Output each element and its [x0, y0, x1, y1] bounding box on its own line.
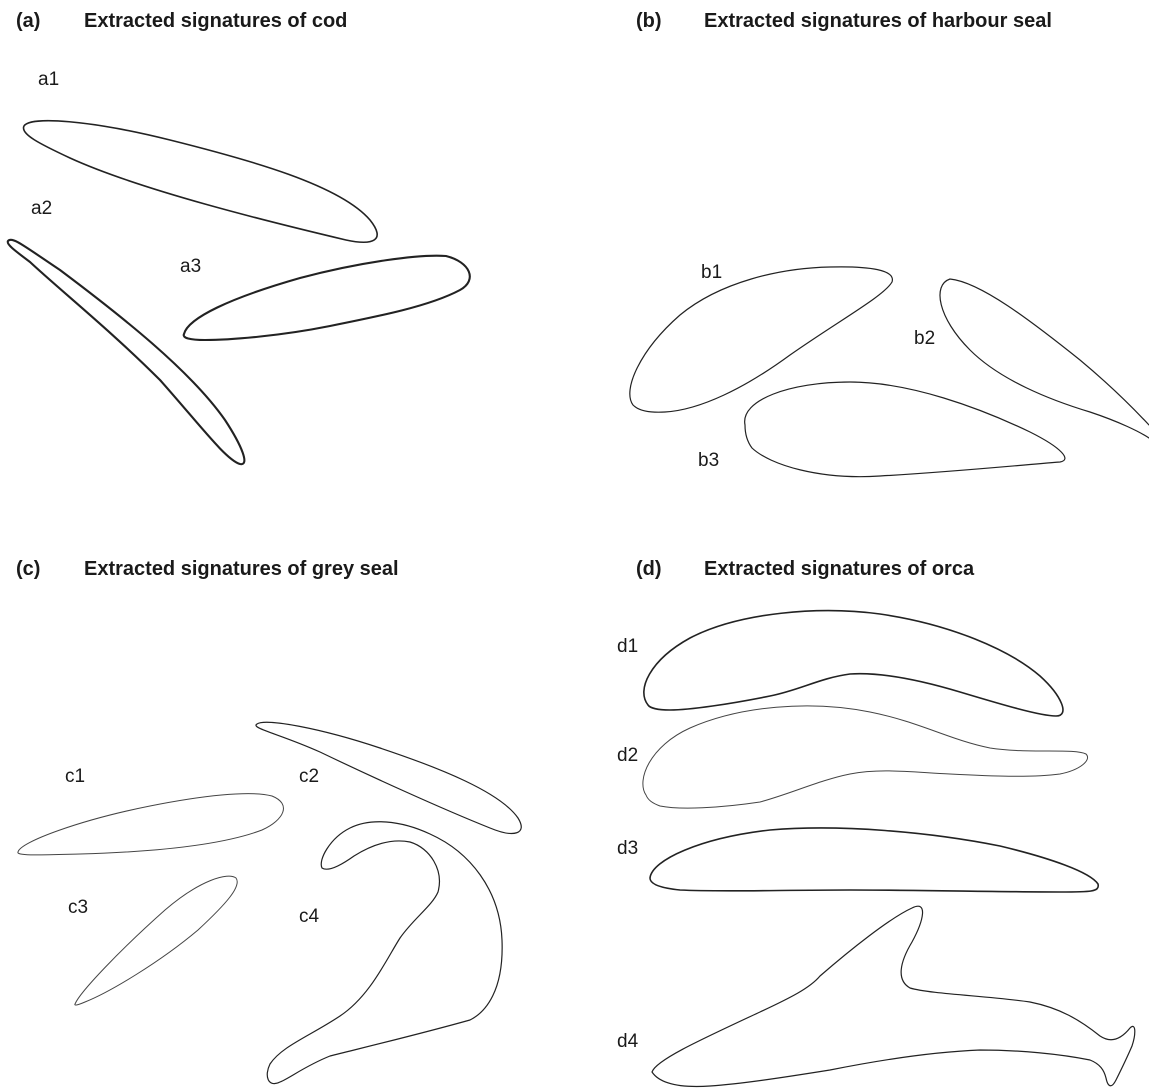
outline-b2 — [939, 278, 1149, 439]
outline-d2 — [642, 705, 1088, 809]
outline-d1 — [643, 609, 1064, 717]
label-c2: c2 — [299, 766, 320, 787]
label-d2: d2 — [617, 745, 639, 766]
label-d3: d3 — [617, 838, 639, 859]
label-b2: b2 — [914, 328, 936, 349]
outline-d3 — [649, 827, 1099, 893]
outline-a3 — [182, 254, 471, 342]
panel-c-title: Extracted signatures of grey seal — [84, 558, 399, 580]
panel-a-heading: (a) Extracted signatures of cod — [16, 10, 347, 33]
outline-b3 — [744, 381, 1066, 478]
label-d4: d4 — [617, 1031, 639, 1052]
outline-c2 — [255, 721, 522, 835]
panel-d-letter: (d) — [636, 558, 662, 580]
panel-d-title: Extracted signatures of orca — [704, 558, 975, 580]
panel-b-title: Extracted signatures of harbour seal — [704, 10, 1052, 32]
label-d1: d1 — [617, 636, 639, 657]
outline-a1 — [22, 119, 378, 243]
panel-b-heading: (b) Extracted signatures of harbour seal — [636, 10, 1052, 33]
label-c1: c1 — [65, 766, 86, 787]
outline-c1 — [17, 793, 284, 856]
outline-c3 — [74, 875, 238, 1006]
outline-b1 — [629, 266, 893, 413]
label-a2: a2 — [31, 198, 53, 219]
outline-d4 — [651, 905, 1136, 1088]
label-b3: b3 — [698, 450, 720, 471]
panel-a-title: Extracted signatures of cod — [84, 10, 348, 32]
panel-b-letter: (b) — [636, 10, 662, 32]
panel-c-heading: (c) Extracted signatures of grey seal — [16, 558, 399, 581]
label-c3: c3 — [68, 897, 89, 918]
outline-a2 — [6, 238, 246, 466]
panel-c-letter: (c) — [16, 558, 41, 580]
outline-c4 — [266, 821, 503, 1085]
panel-a-letter: (a) — [16, 10, 41, 32]
label-c4: c4 — [299, 906, 320, 927]
panel-d-heading: (d) Extracted signatures of orca — [636, 558, 974, 581]
label-a1: a1 — [38, 69, 60, 90]
label-b1: b1 — [701, 262, 723, 283]
label-a3: a3 — [180, 256, 202, 277]
